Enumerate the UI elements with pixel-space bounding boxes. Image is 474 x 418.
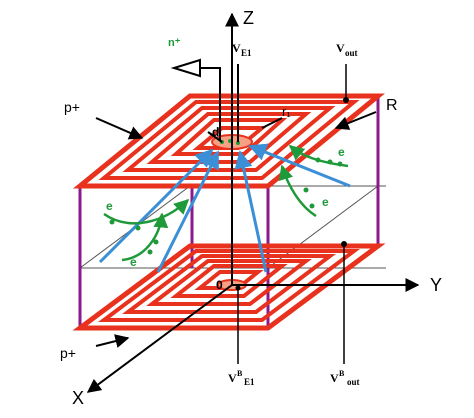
ve1-terminal-label: V E1 (232, 41, 252, 58)
electron-label: e (106, 199, 113, 213)
svg-text:B: B (237, 369, 243, 378)
origin-label: 0 (216, 278, 223, 292)
y-axis-label: Y (430, 275, 442, 295)
n-plus-label: n⁺ (168, 37, 181, 49)
electron-label: e (130, 255, 137, 269)
pointer-arrows (95, 111, 377, 348)
axes (86, 12, 420, 393)
vout-lead (343, 64, 349, 103)
svg-text:B: B (339, 369, 345, 378)
d-label: d (212, 125, 219, 139)
svg-text:E1: E1 (241, 48, 252, 58)
svg-text:V: V (330, 371, 339, 385)
p-plus-bottom-label: p+ (60, 345, 76, 361)
svg-text:V: V (228, 371, 237, 385)
ve1-lead (170, 58, 239, 142)
x-axis-label: X (72, 388, 84, 408)
r-label: R (386, 97, 398, 114)
electron-dots (109, 157, 343, 255)
svg-text:V: V (336, 41, 345, 55)
field-arrows (98, 143, 351, 273)
bottom-spiral-plate (72, 243, 386, 331)
electron-label: e (338, 145, 345, 159)
svg-text:V: V (232, 41, 241, 55)
bottom-leads (235, 241, 347, 364)
p-plus-top-label: p+ (64, 99, 80, 115)
z-axis-label: Z (243, 8, 254, 28)
x-axis (86, 284, 233, 393)
svg-text:out: out (347, 377, 360, 387)
svg-text:E1: E1 (244, 377, 255, 387)
vbe1-terminal-label: V B E1 (228, 369, 255, 387)
r1-label: r₁ (282, 104, 291, 119)
svg-text:out: out (345, 48, 358, 58)
electron-label: e (322, 195, 329, 209)
electron-labels: e e e e (106, 145, 345, 269)
vout-terminal-label: V out (336, 41, 358, 58)
vbout-terminal-label: V B out (330, 369, 360, 387)
